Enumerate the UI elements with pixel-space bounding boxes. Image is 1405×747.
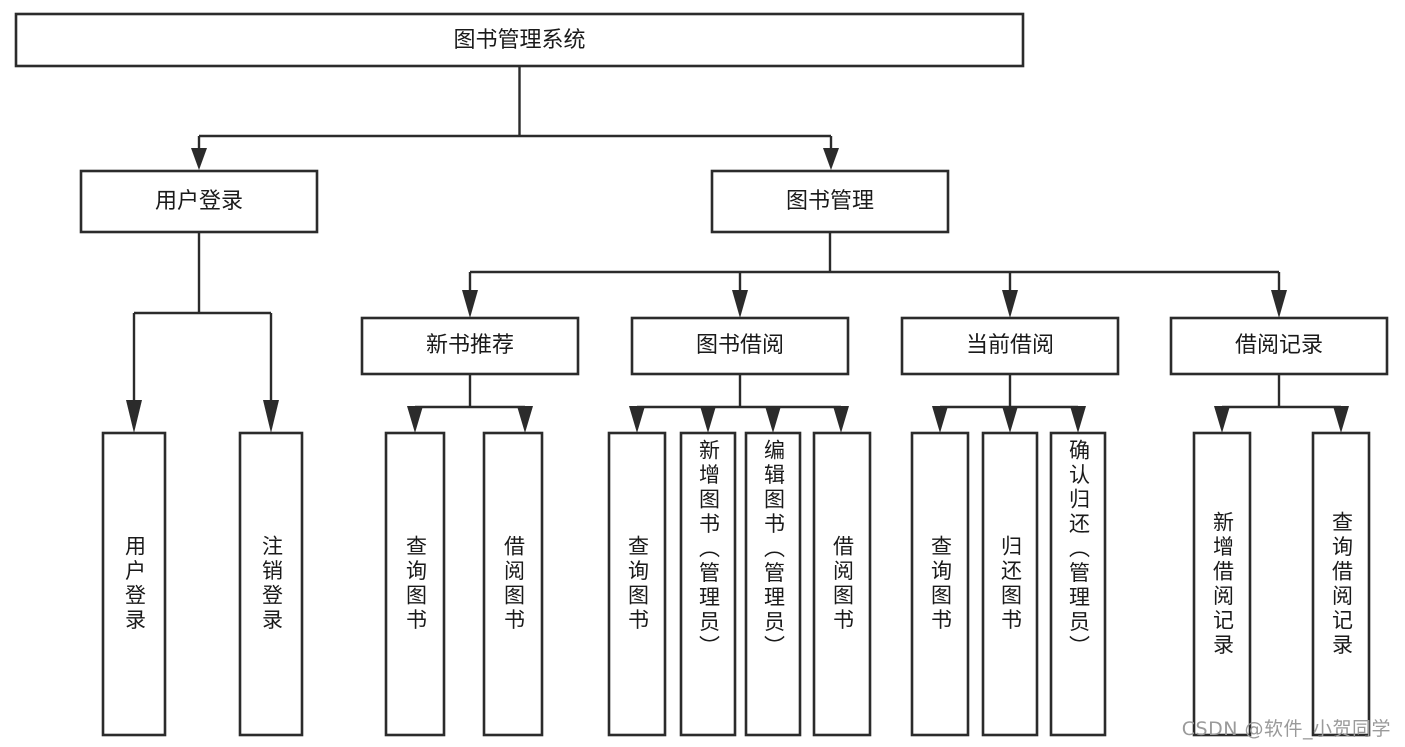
connector-new-book-recommend-to-leaves bbox=[407, 374, 533, 433]
leaf-borrow-book-1-box[interactable] bbox=[482, 431, 544, 737]
connector-user-login-to-leaves bbox=[126, 232, 279, 433]
node-book-borrow[interactable]: 图书借阅 bbox=[630, 316, 850, 376]
leaf-borrow-book-2-box[interactable] bbox=[812, 431, 872, 737]
arrowhead-leaf-query-book-2 bbox=[629, 406, 645, 433]
arrowhead-leaf-logout-login bbox=[263, 400, 279, 433]
arrowhead-user-login bbox=[191, 148, 207, 170]
node-user-login[interactable]: 用户登录 bbox=[79, 169, 319, 234]
arrowhead-book-management bbox=[823, 148, 839, 170]
leaf-edit-book-admin-box[interactable] bbox=[744, 431, 802, 737]
leaf-query-book-2-box[interactable] bbox=[607, 431, 667, 737]
leaf-add-borrow-record-box[interactable] bbox=[1192, 431, 1252, 737]
connector-root-to-level2 bbox=[191, 66, 839, 170]
arrowhead-leaf-edit-book-admin bbox=[765, 406, 781, 433]
connector-borrow-record-to-leaves bbox=[1214, 374, 1349, 433]
arrowhead-leaf-add-book-admin bbox=[700, 406, 716, 433]
node-root[interactable]: 图书管理系统 bbox=[14, 12, 1025, 68]
connector-current-borrow-to-leaves bbox=[932, 374, 1086, 433]
connector-book-management-to-level3 bbox=[462, 232, 1287, 318]
node-book-management-label: 图书管理 bbox=[786, 189, 874, 214]
node-book-management[interactable]: 图书管理 bbox=[710, 169, 950, 234]
leaf-add-book-admin-box[interactable] bbox=[679, 431, 737, 737]
arrowhead-borrow-record bbox=[1271, 290, 1287, 318]
node-user-login-label: 用户登录 bbox=[155, 189, 243, 214]
node-new-book-recommend-label: 新书推荐 bbox=[426, 333, 514, 358]
arrowhead-leaf-return-book bbox=[1002, 406, 1018, 433]
connector-book-borrow-to-leaves bbox=[629, 374, 849, 433]
leaf-logout-login-box[interactable] bbox=[238, 431, 304, 737]
arrowhead-leaf-query-book-1 bbox=[407, 406, 423, 433]
leaf-confirm-return-admin-box[interactable] bbox=[1049, 431, 1107, 737]
arrowhead-book-borrow bbox=[732, 290, 748, 318]
node-root-label: 图书管理系统 bbox=[453, 28, 585, 53]
leaf-query-borrow-record-box[interactable] bbox=[1311, 431, 1371, 737]
leaf-query-book-1-box[interactable] bbox=[384, 431, 446, 737]
arrowhead-leaf-borrow-book-2 bbox=[833, 406, 849, 433]
node-current-borrow-box[interactable] bbox=[900, 316, 1120, 376]
node-new-book-recommend-box[interactable] bbox=[360, 316, 580, 376]
arrowhead-current-borrow bbox=[1002, 290, 1018, 318]
node-borrow-record[interactable]: 借阅记录 bbox=[1169, 316, 1389, 376]
arrowhead-leaf-borrow-book-1 bbox=[517, 406, 533, 433]
node-root-box[interactable] bbox=[14, 12, 1025, 68]
arrowhead-leaf-user-login bbox=[126, 400, 142, 433]
arrowhead-leaf-query-borrow-record bbox=[1333, 406, 1349, 433]
node-book-borrow-box[interactable] bbox=[630, 316, 850, 376]
arrowhead-leaf-confirm-return-admin bbox=[1070, 406, 1086, 433]
leaf-return-book-box[interactable] bbox=[981, 431, 1039, 737]
node-current-borrow-label: 当前借阅 bbox=[966, 333, 1054, 358]
leaf-query-book-3-box[interactable] bbox=[910, 431, 970, 737]
node-new-book-recommend[interactable]: 新书推荐 bbox=[360, 316, 580, 376]
arrowhead-leaf-query-book-3 bbox=[932, 406, 948, 433]
node-borrow-record-label: 借阅记录 bbox=[1235, 333, 1323, 358]
node-borrow-record-box[interactable] bbox=[1169, 316, 1389, 376]
leaf-user-login-box[interactable] bbox=[101, 431, 167, 737]
node-book-management-box[interactable] bbox=[710, 169, 950, 234]
node-current-borrow[interactable]: 当前借阅 bbox=[900, 316, 1120, 376]
node-book-borrow-label: 图书借阅 bbox=[696, 333, 784, 358]
arrowhead-new-book-recommend bbox=[462, 290, 478, 318]
arrowhead-leaf-add-borrow-record bbox=[1214, 406, 1230, 433]
